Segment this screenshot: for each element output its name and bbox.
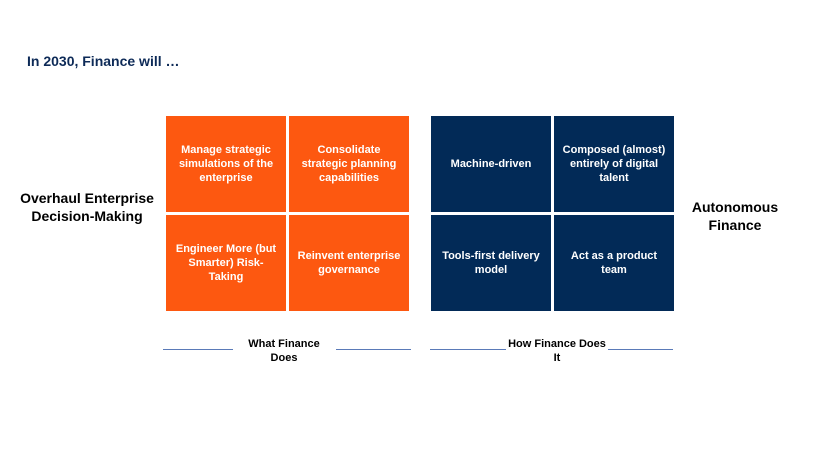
right-cell-3: Tools-first delivery model: [431, 215, 551, 311]
left-caption-rule-right: [336, 349, 411, 350]
left-cell-4: Reinvent enterprise governance: [289, 215, 409, 311]
how-finance-does-it-grid: Machine-driven Composed (almost) entirel…: [431, 116, 674, 311]
left-caption-rule-left: [163, 349, 233, 350]
what-finance-does-grid: Manage strategic simulations of the ente…: [166, 116, 409, 311]
left-label: Overhaul Enterprise Decision-Making: [20, 190, 154, 224]
right-cell-1: Machine-driven: [431, 116, 551, 212]
right-caption-rule-left: [430, 349, 506, 350]
left-cell-1: Manage strategic simulations of the ente…: [166, 116, 286, 212]
right-label: Autonomous Finance: [691, 199, 779, 233]
right-caption: How Finance Does It: [508, 338, 606, 364]
right-caption-rule-right: [608, 349, 673, 350]
page-headline: In 2030, Finance will …: [27, 53, 180, 69]
right-cell-2: Composed (almost) entirely of digital ta…: [554, 116, 674, 212]
left-cell-2: Consolidate strategic planning capabilit…: [289, 116, 409, 212]
left-caption: What Finance Does: [248, 338, 320, 364]
right-cell-4: Act as a product team: [554, 215, 674, 311]
left-cell-3: Engineer More (but Smarter) Risk-Taking: [166, 215, 286, 311]
